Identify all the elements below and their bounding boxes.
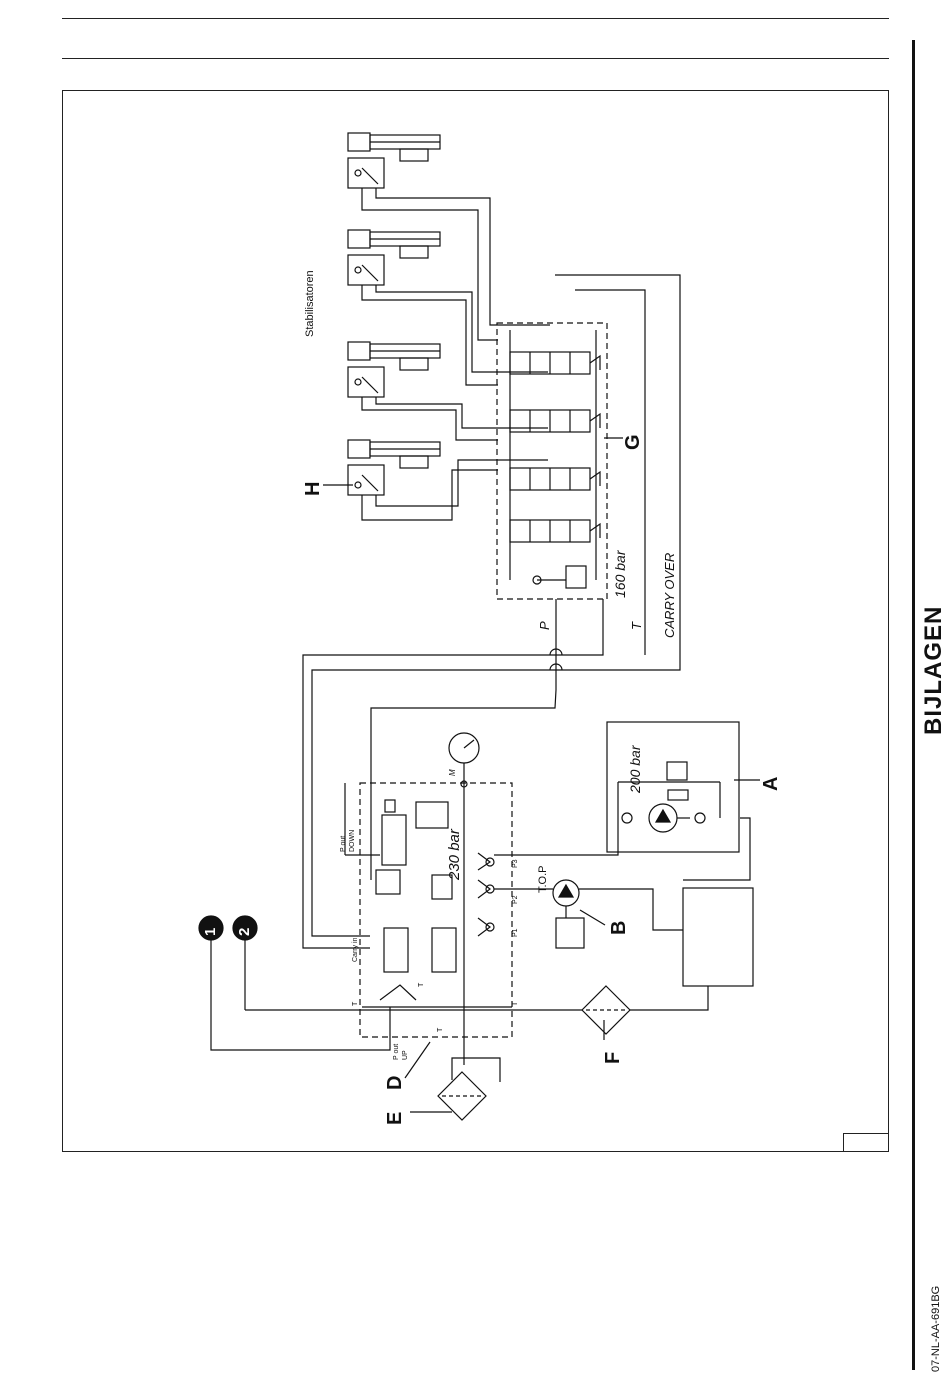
callout-number-1: 1 [202,928,219,936]
solenoid-valve-down [382,815,406,865]
hydraulic-tank [683,888,753,986]
directional-valve-3 [510,468,600,490]
port-1-line [211,940,390,1050]
line-label-top: T.O.P [537,865,549,893]
stabilizer-cylinder-1 [348,133,440,188]
gear-pump [494,880,683,948]
port-label-p3: P3 [512,859,519,868]
callout-label-a: A [760,777,783,791]
stabilizer-hydraulic-lines [362,188,550,520]
line-label-p: P [537,621,552,630]
pressure-200-label: 200 bar [627,746,643,793]
port-label-down: DOWN [349,830,356,852]
return-filter [245,940,708,1034]
flow-restrictor [416,802,448,828]
line-label-t: T [629,622,644,630]
callout-label-f: F [602,1052,625,1064]
callout-label-b: B [608,921,631,935]
port-label-up: UP [402,1050,409,1060]
port-label-p-out-down: P out [340,836,347,852]
stabilizer-valve-block [497,323,607,599]
main-control-block [345,783,512,1037]
callout-label-h: H [302,482,325,496]
directional-valve-4 [510,520,600,542]
port-label-t-mid: T [418,983,425,987]
callout-label-e: E [384,1112,407,1125]
port-label-p1: P1 [512,928,519,937]
stabilizer-cylinder-3 [348,342,440,397]
pressure-160-label: 160 bar [612,551,628,598]
port-label-p-out-up: P out [393,1044,400,1060]
port-label-t-block: T [437,1028,444,1032]
directional-valve-1 [510,352,600,374]
callout-label-d: D [384,1076,407,1090]
port-label-carry-in: Carry in [352,937,359,962]
port-label-t-right: T [512,1002,519,1006]
line-label-carry-over: CARRY OVER [662,553,677,638]
solenoid-valve-carry [384,928,408,972]
stabilizer-title: Stabilisatoren [304,270,316,337]
solenoid-valve-main [432,928,456,972]
stabilizer-cylinder-2 [348,230,440,285]
pump-relief-assembly [494,722,750,880]
callout-label-g: G [622,434,645,450]
pto-drive [556,918,584,948]
gauge-label-m: M [448,769,457,776]
check-valves [478,853,494,936]
suction-filter [438,1058,500,1120]
callout-number-2: 2 [236,928,253,936]
pressure-230-label: 230 bar [446,829,463,880]
directional-valve-2 [510,410,600,432]
block-relief-valve [566,566,586,588]
stabilizer-cylinder-4 [348,440,440,495]
port-label-t-left: T [352,1002,359,1006]
port-label-p2: P2 [512,895,519,904]
supply-return-lines [303,275,680,948]
callout-leaders [323,438,760,1112]
